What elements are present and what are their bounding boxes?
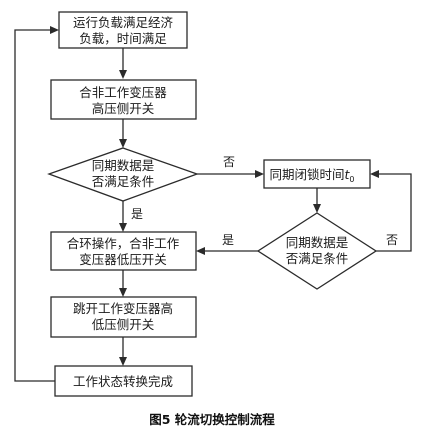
start-condition-box	[58, 11, 188, 49]
arrowhead	[50, 26, 59, 34]
sync-lock-var: t	[345, 167, 351, 182]
sync-check-2-diamond	[256, 212, 378, 290]
trip-switch-box	[50, 296, 197, 338]
close-hv-line1: 合非工作变压器	[79, 85, 167, 100]
close-hv-switch-box	[50, 79, 197, 120]
connector-check2-no	[376, 173, 412, 252]
edge-label-no-right: 否	[223, 155, 235, 169]
state-switch-done-box	[54, 365, 193, 397]
figure-caption: 图5 轮流切换控制流程	[149, 412, 275, 427]
loop-close-box	[50, 231, 197, 271]
sync-check-1-line1: 同期数据是	[92, 158, 155, 173]
arrowhead	[313, 204, 321, 213]
sync-check-1-diamond	[47, 147, 199, 202]
sync-lock-text: 同期闭锁时间	[269, 167, 344, 182]
edge-label-yes-down: 是	[131, 207, 143, 221]
loop-back-connector	[14, 29, 55, 382]
sync-check-1-line2: 否满足条件	[92, 174, 155, 189]
done-label: 工作状态转换完成	[73, 374, 173, 389]
edge-label-yes-left: 是	[222, 233, 234, 247]
start-line1: 运行负载满足经济	[73, 15, 174, 30]
arrowhead	[119, 357, 127, 366]
sync-lock-time-box	[263, 159, 371, 189]
loop-close-line2: 变压器低压开关	[79, 252, 167, 267]
sync-check-2-line2: 否满足条件	[286, 251, 349, 266]
arrowhead	[119, 288, 127, 297]
start-line2: 负载，时间满足	[79, 31, 167, 46]
loop-close-line1: 合环操作，合非工作	[67, 236, 180, 251]
arrowhead	[119, 139, 127, 148]
trip-line2: 低压侧开关	[92, 317, 155, 332]
sync-lock-label: 同期闭锁时间t0	[269, 167, 354, 184]
arrowhead	[119, 223, 127, 232]
trip-line1: 跳开工作变压器高	[73, 301, 173, 316]
arrowhead	[196, 247, 205, 255]
arrowhead	[255, 170, 264, 178]
edge-label-no-up: 否	[386, 233, 398, 247]
arrowhead	[119, 70, 127, 79]
sync-lock-sub: 0	[349, 175, 354, 184]
close-hv-line2: 高压侧开关	[92, 101, 155, 116]
sync-check-2-line1: 同期数据是	[286, 235, 349, 250]
arrowhead	[370, 170, 379, 178]
